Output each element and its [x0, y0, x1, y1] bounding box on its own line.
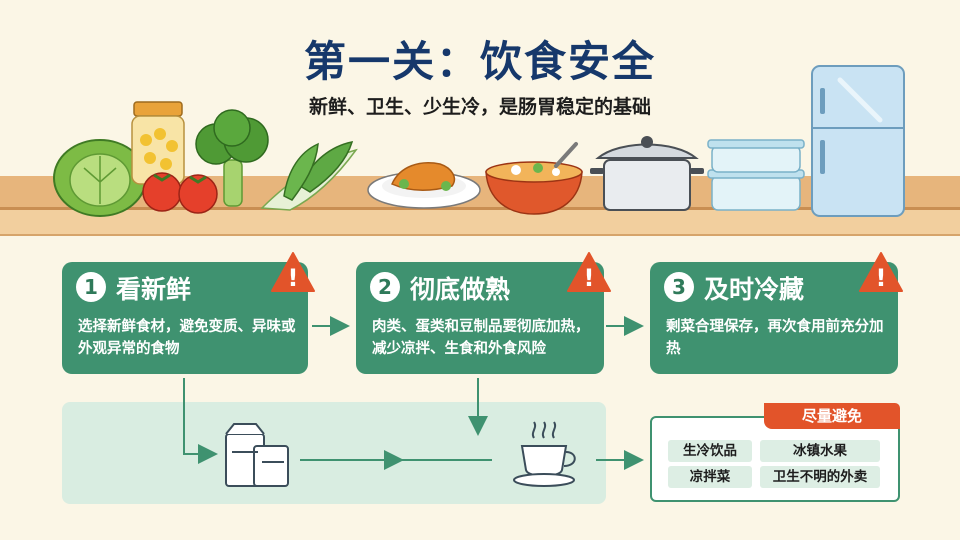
step-number: 3: [664, 272, 694, 302]
pot-icon: [590, 136, 704, 211]
step-card-1: 1 看新鲜 选择新鲜食材，避免变质、异味或外观异常的食物: [62, 262, 308, 374]
svg-text:!: !: [288, 264, 299, 292]
container-icon: [707, 139, 805, 211]
svg-text:!: !: [876, 264, 887, 292]
step-title: 彻底做熟: [410, 275, 511, 304]
step-description: 选择新鲜食材，避免变质、异味或外观异常的食物: [78, 319, 296, 357]
bok-choy-icon: [260, 141, 358, 211]
warning-icon: !: [567, 252, 611, 292]
avoid-item: 凉拌菜: [668, 466, 752, 488]
process-panel: [62, 402, 606, 504]
tomato-icon: [142, 172, 218, 214]
page-title: 第一关：饮食安全: [303, 37, 656, 86]
avoid-item: 卫生不明的外卖: [760, 466, 880, 488]
arrow-down-1: [183, 378, 218, 464]
avoid-header: 尽量避免: [764, 403, 900, 429]
shelf-front: [0, 210, 960, 236]
step-description: 剩菜合理保存，再次食用前充分加热: [666, 319, 884, 357]
step-description: 肉类、蛋类和豆制品要彻底加热，减少凉拌、生食和外食风险: [372, 319, 590, 357]
step-card-2: 2 彻底做熟 肉类、蛋类和豆制品要彻底加热，减少凉拌、生食和外食风险: [356, 262, 604, 374]
fridge-icon: [811, 65, 905, 217]
avoid-item: 生冷饮品: [668, 440, 752, 462]
soup-bowl-icon: [485, 142, 583, 215]
plate-icon: [367, 162, 481, 209]
broccoli-icon: [195, 109, 269, 207]
step-card-3: 3 及时冷藏 剩菜合理保存，再次食用前充分加热: [650, 262, 898, 374]
kitchen-shelf-illustration: [53, 65, 905, 217]
grocery-icon: [225, 423, 289, 487]
page-subtitle: 新鲜、卫生、少生冷，是肠胃稳定的基础: [308, 96, 651, 118]
svg-text:!: !: [584, 264, 595, 292]
step-title: 看新鲜: [116, 275, 192, 304]
step-number: 2: [370, 272, 400, 302]
jar-icon: [131, 101, 185, 185]
avoid-item: 冰镇水果: [760, 440, 880, 462]
step-title: 及时冷藏: [704, 275, 805, 304]
warning-icon: !: [859, 252, 903, 292]
coffee-cup-icon: [513, 421, 576, 487]
step-number: 1: [76, 272, 106, 302]
warning-icon: !: [271, 252, 315, 292]
